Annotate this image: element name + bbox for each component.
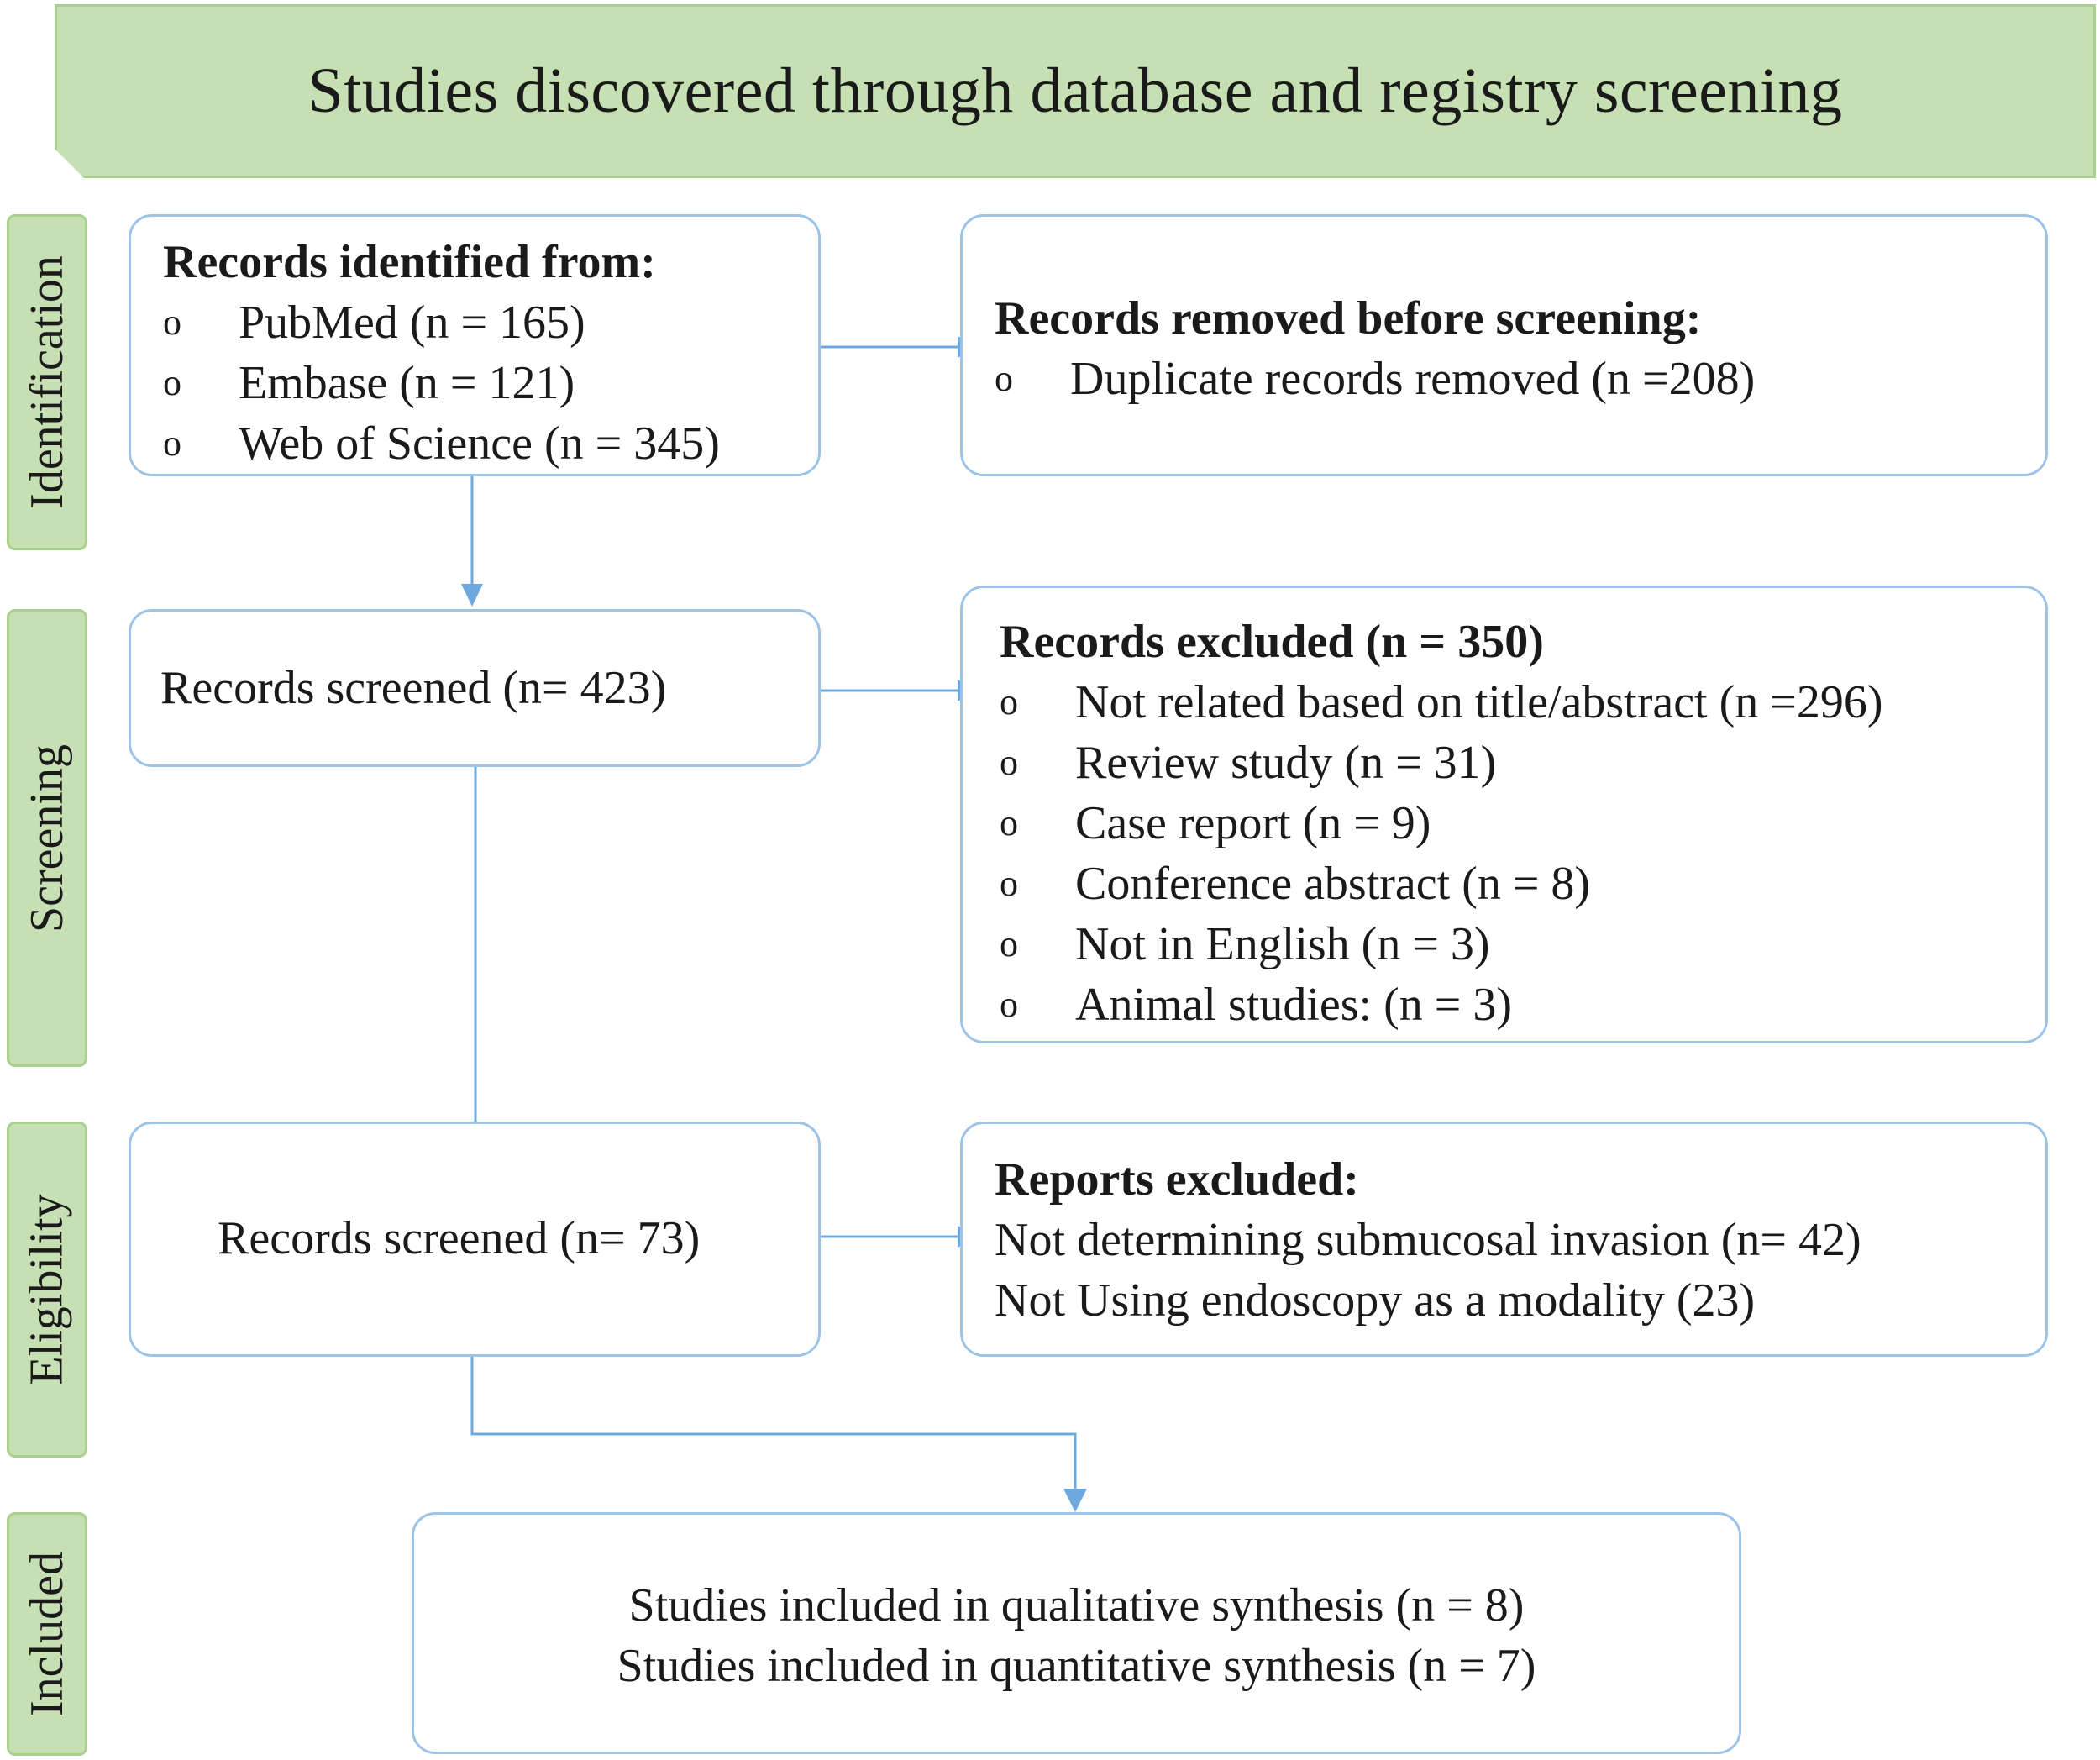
included-quantitative-text: Studies included in quantitative synthes… xyxy=(617,1640,1536,1692)
bullet-icon: o xyxy=(163,362,181,403)
stage-included: Included xyxy=(7,1512,87,1756)
included-qualitative-text: Studies included in qualitative synthesi… xyxy=(628,1579,1525,1631)
bullet-icon: o xyxy=(1000,984,1018,1025)
studies-included-box: Studies included in qualitative synthesi… xyxy=(412,1512,1741,1754)
bullet-icon: o xyxy=(995,358,1013,399)
bullet-icon: o xyxy=(1000,863,1018,904)
flow-banner: Studies discovered through database and … xyxy=(55,4,2096,178)
bullet-icon: o xyxy=(1000,923,1018,964)
reports-excluded-header: Reports excluded: xyxy=(995,1153,1359,1206)
bullet-icon: o xyxy=(163,423,181,464)
records-screened-box: Records screened (n= 423) xyxy=(129,609,821,767)
reports-excluded-line: Not Using endoscopy as a modality (23) xyxy=(995,1274,1756,1327)
arrow-eligible-to-included xyxy=(470,1357,1077,1491)
arrowhead-included xyxy=(1063,1489,1087,1512)
eligibility-screened-box: Records screened (n= 73) xyxy=(129,1122,821,1357)
records-screened-text: Records screened (n= 423) xyxy=(160,662,667,714)
eligibility-screened-text: Records screened (n= 73) xyxy=(218,1212,701,1264)
stage-screening: Screening xyxy=(7,609,87,1067)
bullet-icon: o xyxy=(1000,802,1018,843)
bullet-icon: o xyxy=(163,302,181,343)
arrowhead-screened xyxy=(461,584,483,607)
stage-eligibility: Eligibility xyxy=(7,1122,87,1458)
records-excluded-header: Records excluded (n = 350) xyxy=(1000,616,1544,668)
records-identified-header: Records identified from: xyxy=(163,236,656,288)
banner-title: Studies discovered through database and … xyxy=(307,55,1843,126)
bullet-icon: o xyxy=(1000,742,1018,783)
reports-excluded-box: Reports excluded: Not determining submuc… xyxy=(960,1122,2048,1357)
bullet-icon: o xyxy=(1000,681,1018,722)
stage-identification: Identification xyxy=(7,214,87,550)
reports-excluded-line: Not determining submucosal invasion (n= … xyxy=(995,1214,1861,1266)
records-removed-header: Records removed before screening: xyxy=(995,292,1702,344)
